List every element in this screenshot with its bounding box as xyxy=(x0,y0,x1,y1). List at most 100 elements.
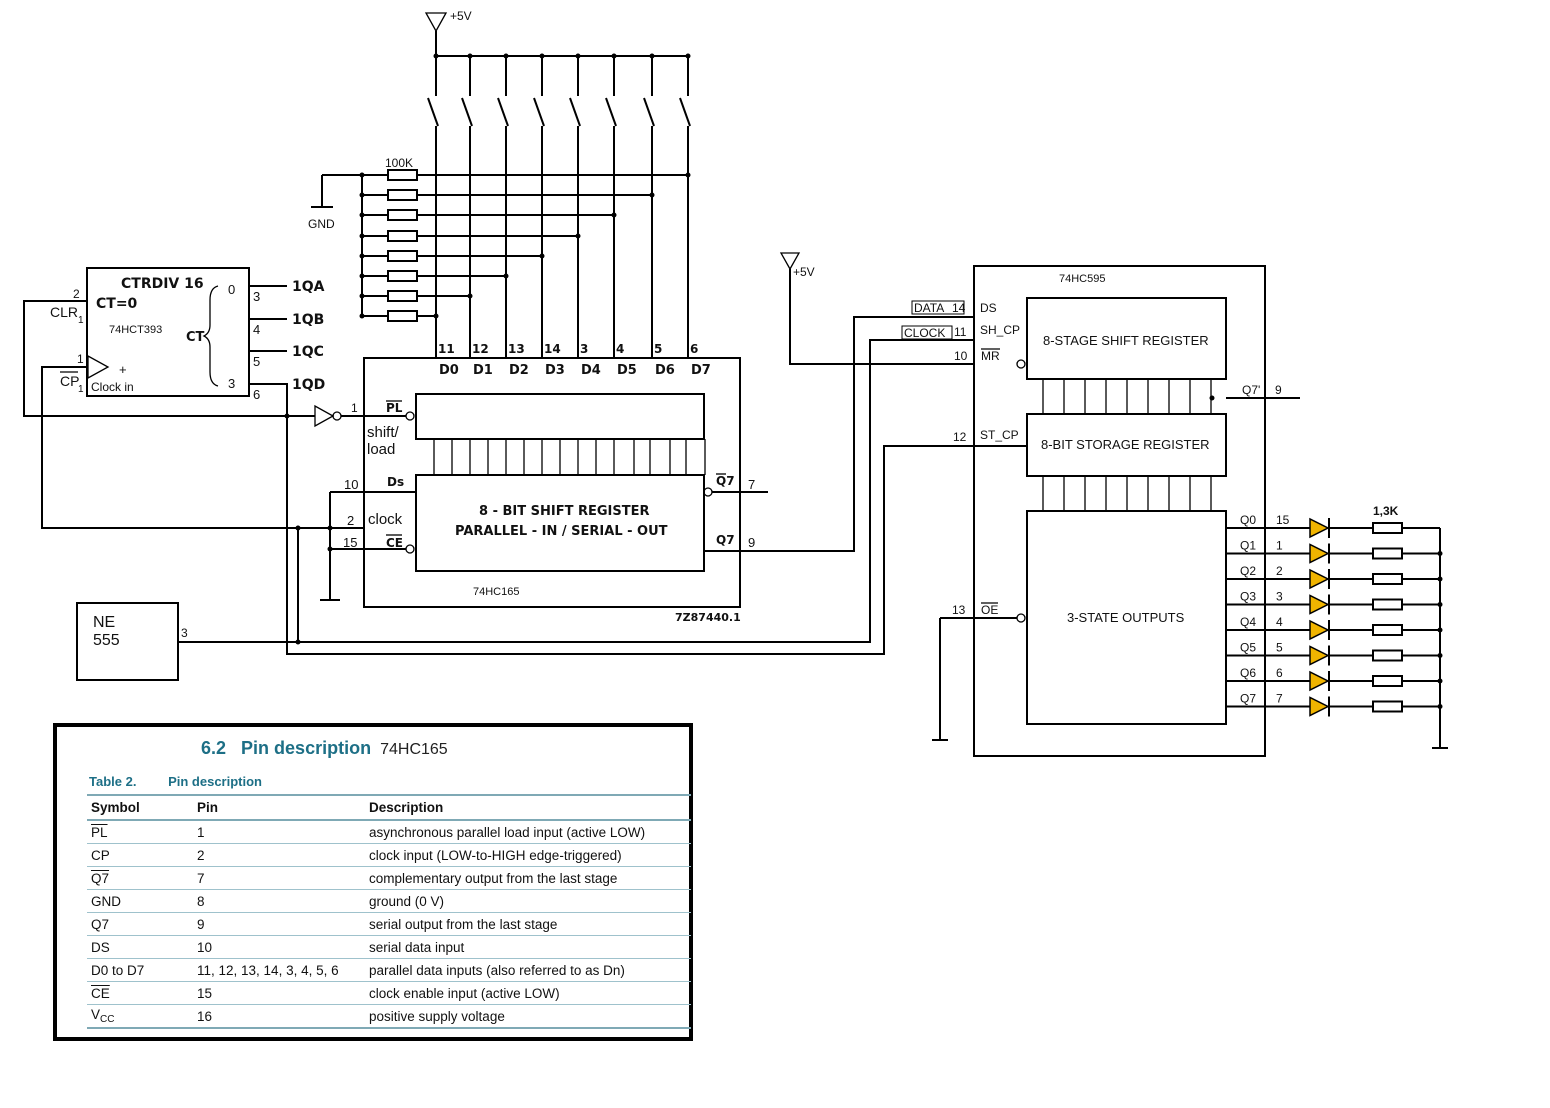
shcp-name: SH_CP xyxy=(980,323,1020,337)
led xyxy=(1309,696,1330,717)
pin-description: parallel data inputs (also referred to a… xyxy=(365,958,691,982)
data-pin-number: 12 xyxy=(472,342,489,356)
counter-output-pin: 3 xyxy=(253,289,260,304)
ground-symbol: GND xyxy=(308,174,362,231)
pin-description: serial data input xyxy=(365,935,691,959)
junction xyxy=(359,253,365,259)
counter-ct-top: 0 xyxy=(228,282,235,297)
junction xyxy=(611,53,617,59)
q7n-pin: 7 xyxy=(748,477,755,492)
switch-blade xyxy=(569,97,581,127)
oe-pin: 13 xyxy=(952,603,966,617)
pin-symbol-text: Q7 xyxy=(91,870,110,886)
pin-symbol: GND xyxy=(87,889,193,913)
section-number: 6.2 xyxy=(201,738,227,758)
pin-number: 15 xyxy=(193,981,365,1005)
counter-clr-label: CLR xyxy=(50,304,78,320)
junction xyxy=(359,233,365,239)
counter-clock-in: Clock in xyxy=(91,380,134,394)
q7n-name: Q7 xyxy=(716,474,735,488)
junction xyxy=(503,53,509,59)
pin-description: clock enable input (active LOW) xyxy=(365,981,691,1005)
pin-number: 16 xyxy=(193,1004,365,1029)
supply-label-mr: +5V xyxy=(793,265,815,279)
shcp-pin: 11 xyxy=(954,325,967,339)
counter-title: CTRDIV 16 xyxy=(121,276,204,292)
pin-description: serial output from the last stage xyxy=(365,912,691,936)
pin-symbol: Q7 xyxy=(87,912,193,936)
data-pin-name: D2 xyxy=(509,363,529,378)
switch-blade xyxy=(497,97,509,127)
junction xyxy=(359,273,365,279)
led xyxy=(1309,594,1330,615)
counter-pin-clr: 2 xyxy=(73,287,80,301)
pin-symbol-text: PL xyxy=(91,824,108,840)
stcp-name: ST_CP xyxy=(980,428,1019,442)
output-pin: 1 xyxy=(1276,539,1283,553)
shift165-part: 74HC165 xyxy=(473,586,519,598)
data-pin-number: 5 xyxy=(654,342,662,356)
output-name: Q7 xyxy=(1240,692,1256,706)
shift165-pl: 1 PL shift/ load xyxy=(314,400,415,458)
pin-symbol: CE xyxy=(87,981,193,1005)
data-pin-name: D0 xyxy=(439,363,459,378)
supply-top: +5V xyxy=(424,9,688,57)
shift165-title2: PARALLEL - IN / SERIAL - OUT xyxy=(455,524,668,539)
switch-blade xyxy=(605,97,617,127)
junction xyxy=(575,53,581,59)
output-pin: 3 xyxy=(1276,590,1283,604)
junction xyxy=(359,212,365,218)
data-pin-name: D1 xyxy=(473,363,493,378)
ce-pin: 15 xyxy=(343,535,357,550)
counter-output-name: 1QC xyxy=(292,344,324,360)
counter-output-name: 1QB xyxy=(292,312,324,328)
led-resistor xyxy=(1372,573,1403,585)
pin-symbol-text: V xyxy=(91,1007,101,1022)
counter-ct-bottom: 3 xyxy=(228,376,235,391)
junction xyxy=(467,53,473,59)
junction xyxy=(433,53,439,59)
block-outputs: 3-STATE OUTPUTS xyxy=(1067,610,1185,625)
shift165-chip: 8 - BIT SHIFT REGISTER PARALLEL - IN / S… xyxy=(363,357,741,624)
data-pin-number: 11 xyxy=(438,342,455,356)
led xyxy=(1309,670,1330,692)
pin-description: ground (0 V) xyxy=(365,889,691,913)
clock-pin: 2 xyxy=(347,513,354,528)
timer-pin: 3 xyxy=(181,626,188,640)
led-resistor xyxy=(1372,675,1403,687)
pin-number: 10 xyxy=(193,935,365,959)
junction xyxy=(359,172,365,178)
counter-output-pin: 4 xyxy=(253,322,260,337)
shift595-part: 74HC595 xyxy=(1059,273,1105,285)
supply-mr: +5V xyxy=(779,252,1017,365)
led xyxy=(1309,619,1330,641)
counter-output-name: 1QA xyxy=(292,279,325,295)
data-pin-number: 3 xyxy=(580,342,588,356)
pulldown-resistor xyxy=(387,250,418,262)
supply-label-top: +5V xyxy=(450,9,472,23)
pulldown-resistor-value: 100K xyxy=(385,156,413,170)
pin-symbol-text: GND xyxy=(91,893,121,909)
counter-ct0: CT=0 xyxy=(96,296,138,312)
pin-symbol: PL xyxy=(87,820,193,844)
clock-name: clock xyxy=(368,511,403,528)
led-resistor xyxy=(1372,649,1403,662)
pl-note2: load xyxy=(367,441,395,458)
output-pin: 4 xyxy=(1276,615,1283,629)
shift595-chip: 74HC595 8-STAGE SHIFT REGISTER 8-BIT STO… xyxy=(973,265,1266,757)
pulldown-resistor xyxy=(387,310,418,322)
junction xyxy=(539,53,545,59)
q7s-name: Q7' xyxy=(1242,383,1260,397)
junction xyxy=(359,192,365,198)
pl-note1: shift/ xyxy=(367,424,400,441)
led-resistor-value: 1,3K xyxy=(1373,504,1399,518)
counter-plus: + xyxy=(119,362,127,377)
pin-symbol: CP xyxy=(87,843,193,867)
